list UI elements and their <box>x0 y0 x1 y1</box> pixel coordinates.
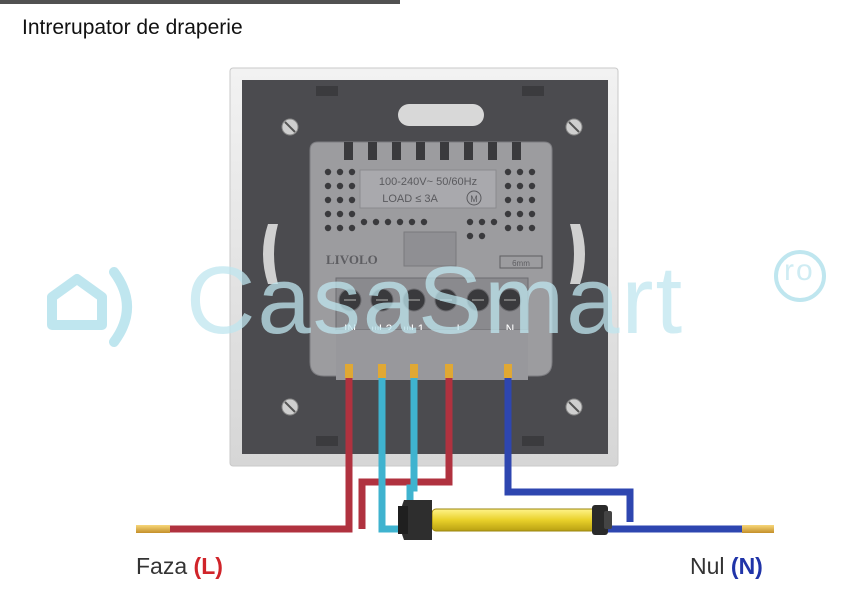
vent-dot <box>504 196 512 204</box>
vent-dot <box>324 168 332 176</box>
terminal-screw-icon <box>338 288 522 312</box>
watermark-brand: CasaSmart <box>186 247 685 354</box>
vent-dot <box>348 182 356 190</box>
neutral-label: Nul (N) <box>690 553 763 580</box>
curtain-motor <box>398 500 612 540</box>
vent-dot <box>396 218 404 226</box>
vent-dot <box>516 210 524 218</box>
vent-dot <box>528 182 536 190</box>
vent-dot <box>324 182 332 190</box>
phase-label-code: (L) <box>193 553 223 579</box>
vent-dot <box>336 196 344 204</box>
phase-label: Faza (L) <box>136 553 223 580</box>
vent-dot <box>516 168 524 176</box>
vent-dot <box>504 210 512 218</box>
vent-dot <box>324 210 332 218</box>
mount-slot-top <box>398 104 484 126</box>
vent-dot <box>336 210 344 218</box>
wire-channel <box>336 330 528 380</box>
vent-dot <box>348 224 356 232</box>
m-mark-icon <box>466 190 482 206</box>
vent-dot <box>348 196 356 204</box>
rating-load: LOAD ≤ 3A <box>382 193 438 205</box>
vent-dot <box>360 218 368 226</box>
vent-slots <box>344 142 521 160</box>
vent-dot <box>504 168 512 176</box>
terminal-label: L <box>457 322 464 336</box>
vent-dot <box>478 218 486 226</box>
rating-voltage: 100-240V~ 50/60Hz <box>379 176 477 188</box>
page-heading: Intrerupator de draperie <box>22 16 243 39</box>
vent-dot <box>516 182 524 190</box>
vent-dot <box>336 168 344 176</box>
center-pad <box>403 231 457 267</box>
svg-text:M: M <box>470 194 478 204</box>
vent-dot <box>466 218 474 226</box>
backplate-notch-tr <box>522 86 544 96</box>
watermark-circle-icon <box>774 250 826 302</box>
vent-dot <box>516 196 524 204</box>
neutral-label-code: (N) <box>730 553 763 579</box>
wire-ferrule <box>345 364 512 378</box>
backplate-notch-br <box>522 436 544 446</box>
strip-gauge <box>499 255 543 269</box>
watermark-suffix: ro <box>784 254 815 287</box>
vent-dot <box>408 218 416 226</box>
brand-label: LIVOLO <box>326 252 378 267</box>
vent-dot <box>516 224 524 232</box>
vent-dot <box>528 196 536 204</box>
vent-dot <box>504 224 512 232</box>
vent-dot <box>466 232 474 240</box>
vent-dot <box>324 224 332 232</box>
vent-dot <box>478 232 486 240</box>
backplate-notch-bl <box>316 436 338 446</box>
vent-dot <box>528 224 536 232</box>
side-tab-left <box>263 224 278 284</box>
neutral-wire <box>504 377 744 533</box>
strip-gauge-label: 6mm <box>512 259 530 268</box>
vent-dot <box>490 218 498 226</box>
vent-dot <box>372 218 380 226</box>
vent-dot <box>348 168 356 176</box>
vent-dot <box>420 218 428 226</box>
neutral-label-text: Nul <box>690 553 731 579</box>
watermark-logo-icon <box>47 267 132 347</box>
vent-dot <box>384 218 392 226</box>
vent-dot <box>336 182 344 190</box>
vent-dot <box>504 182 512 190</box>
rating-panel <box>359 169 497 209</box>
backplate-notch-tl <box>316 86 338 96</box>
terminal-block <box>335 277 529 331</box>
vent-dot <box>528 168 536 176</box>
terminal-label: N <box>506 322 515 336</box>
vent-dot <box>336 224 344 232</box>
phase-wire-tip <box>136 525 170 533</box>
phase-label-text: Faza <box>136 553 194 579</box>
neutral-wire-tip <box>742 525 774 533</box>
phase-wire <box>168 377 453 533</box>
vent-dot <box>348 210 356 218</box>
side-tab-right <box>570 224 585 284</box>
vent-dot <box>324 196 332 204</box>
vent-dots <box>324 168 536 240</box>
cropped-title-strip <box>0 0 400 4</box>
vent-dot <box>528 210 536 218</box>
